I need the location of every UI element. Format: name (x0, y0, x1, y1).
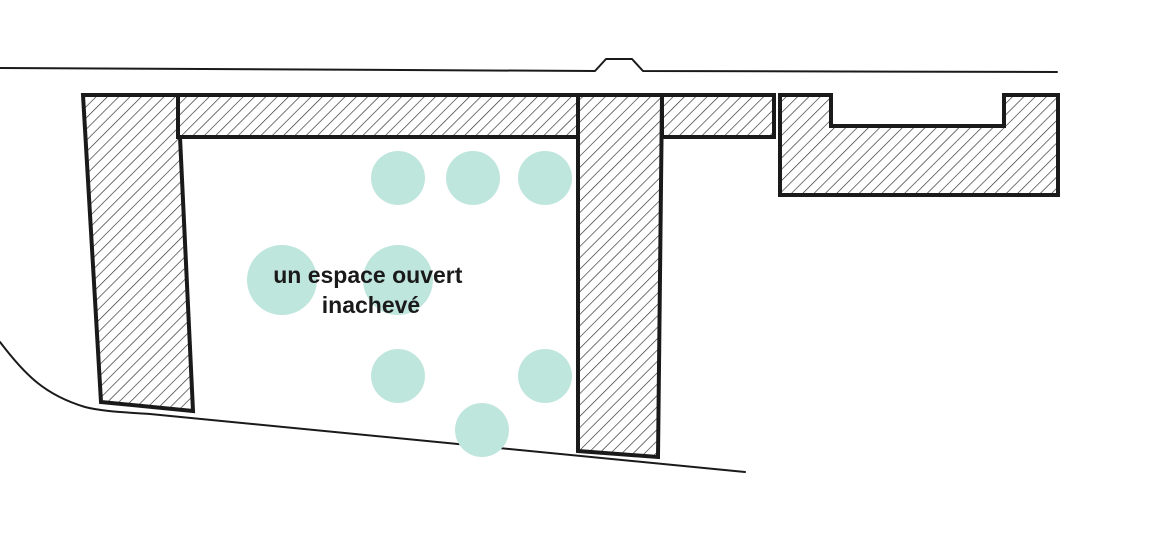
center-building-wing (576, 93, 665, 460)
tree-circle (446, 151, 500, 205)
tree-circle (371, 349, 425, 403)
right-top-building-bar (660, 93, 776, 139)
left-building-wing (80, 93, 196, 414)
tree-circle (363, 245, 433, 315)
far-right-u-shaped-building (778, 93, 1060, 197)
open-space-label-line-1: un espace ouvert (273, 262, 463, 288)
bottom-curved-boundary-line (0, 341, 746, 473)
open-space-label-line-2: inachevé (322, 292, 420, 318)
top-street-line (0, 58, 1058, 73)
tree-circle (455, 403, 509, 457)
tree-circle (371, 151, 425, 205)
tree-circle (247, 245, 317, 315)
tree-circle (518, 151, 572, 205)
top-building-bar (176, 93, 580, 139)
tree-circle (518, 349, 572, 403)
trees-group (247, 151, 572, 457)
open-space-label: un espace ouvert inachevé (273, 262, 469, 318)
